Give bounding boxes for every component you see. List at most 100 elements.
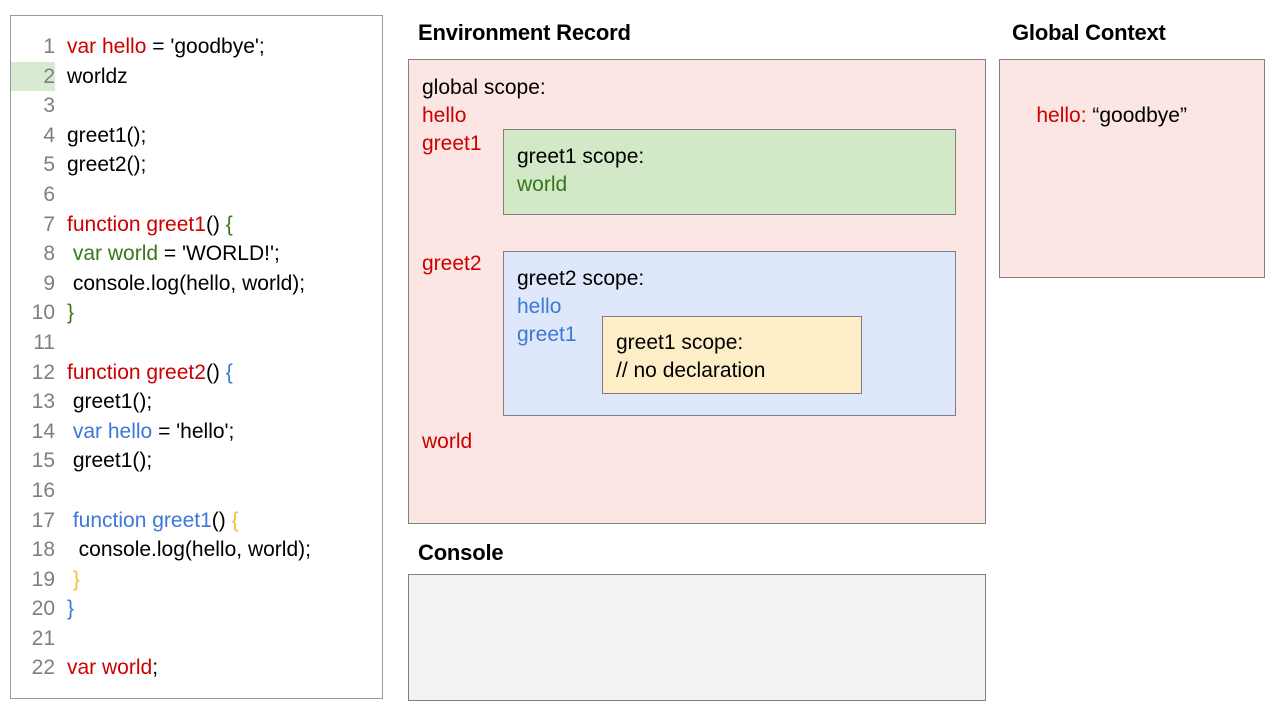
code-token: greet1(); — [67, 390, 153, 414]
code-line-text: var hello = 'hello'; — [55, 417, 235, 447]
line-number: 1 — [43, 35, 55, 58]
code-line-text: console.log(hello, world); — [55, 535, 311, 565]
greet1-scope-title: greet1 scope: — [517, 145, 645, 168]
greet1-inner-scope-note: // no declaration — [616, 359, 766, 382]
code-line-text: function greet1() { — [55, 210, 233, 240]
code-token: { — [225, 212, 233, 236]
code-token: () — [205, 360, 226, 384]
console-panel[interactable] — [408, 574, 986, 701]
line-number: 16 — [31, 478, 55, 502]
code-token: = 'hello'; — [152, 419, 235, 443]
code-token: function greet1 — [72, 508, 212, 532]
line-number: 20 — [31, 597, 55, 621]
code-line[interactable]: 5 greet2(); — [11, 150, 382, 180]
code-line-text: function greet1() { — [55, 506, 239, 536]
line-number: 11 — [33, 330, 55, 354]
code-line-text: greet1(); — [55, 446, 152, 476]
line-number: 12 — [31, 360, 55, 384]
global-context-entry-key: hello: — [1036, 104, 1087, 127]
global-context-entry-value: “goodbye” — [1086, 104, 1187, 127]
code-line[interactable]: 18 console.log(hello, world); — [11, 535, 382, 565]
console-title: Console — [418, 540, 504, 565]
code-token: ; — [152, 656, 159, 680]
code-token: } — [67, 301, 75, 325]
code-line[interactable]: 19 } — [11, 565, 382, 595]
code-token: var hello — [67, 35, 147, 58]
code-token: greet2(); — [67, 153, 147, 177]
greet1-inner-scope-box: greet1 scope: // no declaration — [602, 316, 862, 394]
code-token: var world — [67, 656, 153, 680]
code-line-text: var world = 'WORLD!'; — [55, 239, 280, 269]
code-line[interactable]: 16 — [11, 476, 382, 506]
line-number: 22 — [31, 656, 55, 680]
line-number: 8 — [43, 242, 55, 266]
code-line[interactable]: 17 function greet1() { — [11, 506, 382, 536]
code-line-text: worldz — [55, 62, 128, 92]
code-token: } — [72, 567, 80, 591]
global-context-title: Global Context — [1012, 20, 1166, 45]
environment-record-panel: global scope: hello greet1 greet2 world … — [408, 59, 986, 524]
line-number: 9 — [43, 271, 55, 295]
code-token: = 'goodbye'; — [146, 35, 265, 58]
code-line-text: } — [55, 565, 80, 595]
code-token: greet1(); — [67, 123, 147, 147]
code-line[interactable]: 13 greet1(); — [11, 387, 382, 417]
code-token: = 'WORLD!'; — [158, 242, 280, 266]
line-number: 10 — [31, 301, 55, 325]
code-line-text: console.log(hello, world); — [55, 269, 305, 299]
code-line[interactable]: 21 — [11, 624, 382, 654]
line-number: 5 — [43, 153, 55, 177]
code-line[interactable]: 20} — [11, 594, 382, 624]
line-number: 3 — [43, 94, 55, 118]
code-line[interactable]: 9 console.log(hello, world); — [11, 269, 382, 299]
code-line[interactable]: 8 var world = 'WORLD!'; — [11, 239, 382, 269]
greet1-binding-world: world — [517, 173, 568, 196]
global-context-entry: hello: “goodbye” — [1013, 74, 1187, 158]
code-token: var world — [72, 242, 159, 266]
code-token: worldz — [67, 64, 128, 88]
greet2-scope-box: greet2 scope: hello greet1 greet1 scope:… — [503, 251, 956, 416]
greet1-scope-box: greet1 scope: world — [503, 129, 956, 215]
line-number: 14 — [31, 419, 55, 443]
code-line[interactable]: 10} — [11, 298, 382, 328]
code-token: greet1(); — [67, 449, 153, 473]
code-token: function greet1 — [67, 212, 206, 236]
code-line[interactable]: 11 — [11, 328, 382, 358]
code-token: { — [231, 508, 239, 532]
global-binding-world: world — [422, 430, 473, 453]
greet2-binding-hello: hello — [517, 295, 562, 318]
code-line[interactable]: 14 var hello = 'hello'; — [11, 417, 382, 447]
code-line-text: var world; — [55, 653, 158, 683]
code-token: console.log(hello, world); — [67, 271, 306, 295]
greet2-scope-title: greet2 scope: — [517, 267, 645, 290]
code-line-text: var hello = 'goodbye'; — [55, 32, 265, 62]
code-line-text: } — [55, 594, 74, 624]
line-number: 21 — [31, 626, 55, 650]
code-line[interactable]: 6 — [11, 180, 382, 210]
code-token: { — [225, 360, 233, 384]
line-number: 19 — [31, 567, 55, 591]
code-line-text: greet2(); — [55, 150, 146, 180]
code-line[interactable]: 4 greet1(); — [11, 121, 382, 151]
code-line-text: greet1(); — [55, 121, 146, 151]
code-line[interactable]: 3 — [11, 91, 382, 121]
line-number: 17 — [31, 508, 55, 532]
line-number: 15 — [31, 449, 55, 473]
line-number: 18 — [31, 538, 55, 562]
code-line-text: } — [55, 298, 74, 328]
code-line-text: greet1(); — [55, 387, 152, 417]
code-token: () — [205, 212, 226, 236]
environment-record-title: Environment Record — [418, 20, 631, 45]
code-line[interactable]: 15 greet1(); — [11, 446, 382, 476]
line-number: 7 — [43, 212, 55, 236]
code-line-text: function greet2() { — [55, 358, 233, 388]
line-number: 4 — [43, 123, 55, 147]
global-binding-greet1: greet1 — [422, 132, 482, 155]
code-token: function greet2 — [67, 360, 206, 384]
